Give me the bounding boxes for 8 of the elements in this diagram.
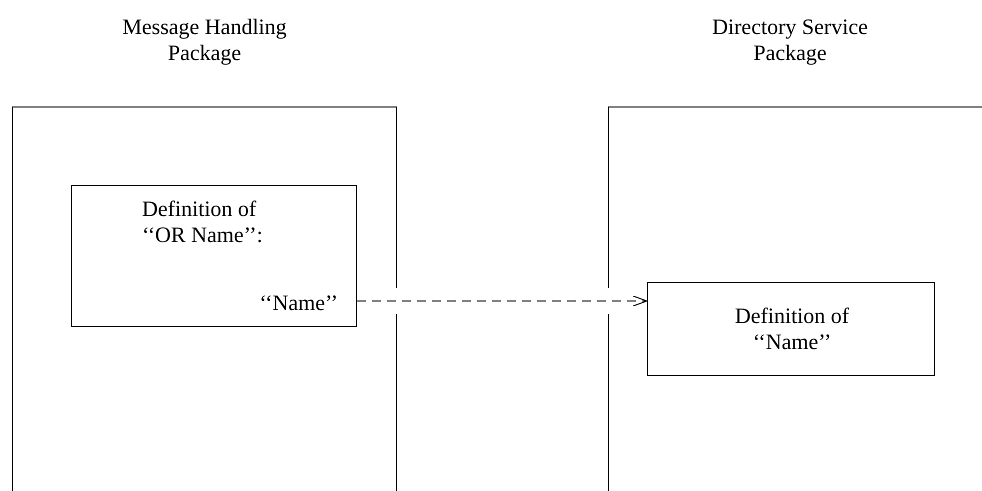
definition-text: Definition of ‘‘OR Name’’: xyxy=(142,196,264,248)
definition-box xyxy=(71,185,357,327)
name-text: ‘‘Name’’ xyxy=(259,290,338,316)
package-title: Directory Service Package xyxy=(711,14,869,66)
package-title: Message Handling Package xyxy=(121,14,288,66)
definition-box xyxy=(647,282,935,376)
dependency-arrow xyxy=(356,296,648,306)
definition-text: Definition of ‘‘Name’’ xyxy=(734,303,850,355)
